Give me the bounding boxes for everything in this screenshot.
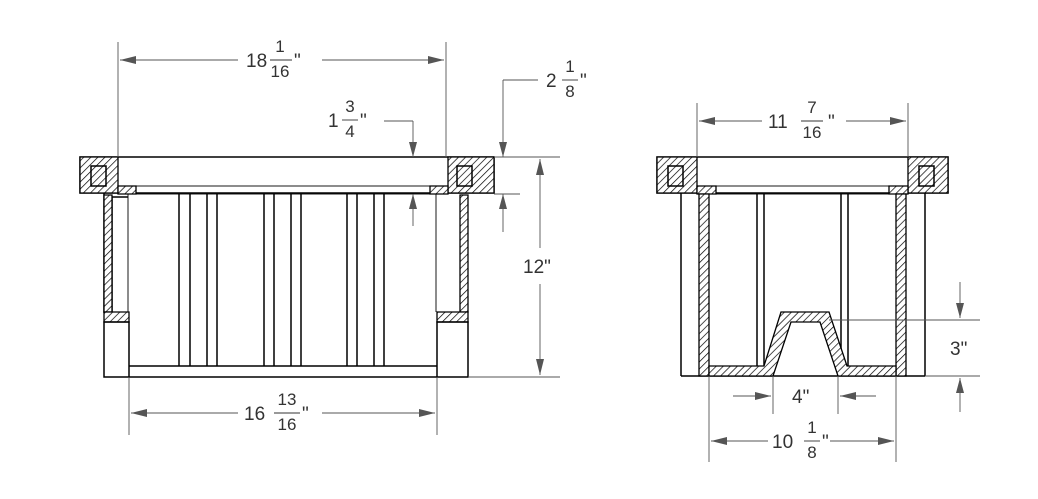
dim-text-num: 3 (345, 97, 354, 116)
dim-text-whole: 16 (244, 404, 265, 425)
dim-text-channel-width: 4" (792, 387, 809, 408)
dim-text-whole: 18 (246, 51, 267, 72)
dim-text-channel-height: 3" (950, 339, 967, 360)
dim-text-num: 1 (565, 57, 574, 76)
dim-rim-inset: 1 3 4 " (328, 97, 417, 226)
front-flange-left-section (79, 156, 119, 194)
side-view: 11 7 16 " 3" 4" (656, 98, 980, 462)
dim-text-den: 8 (565, 82, 574, 101)
front-right-wall (459, 194, 469, 313)
front-view: 18 1 16 " 1 3 4 " 2 (79, 37, 587, 435)
dim-text-den: 16 (278, 415, 297, 434)
dim-rim-depth: 2 1 8 " (494, 57, 587, 232)
side-right-wall (895, 193, 907, 377)
front-ribs (178, 194, 385, 366)
dim-text-height: 12" (523, 257, 551, 278)
dim-text-den: 8 (807, 443, 816, 462)
dim-text-num: 13 (278, 390, 297, 409)
front-right-foot (436, 321, 469, 378)
side-left-wall (698, 193, 710, 377)
dim-text-den: 16 (803, 123, 822, 142)
side-channel-profile (708, 311, 897, 377)
dim-text-unit: " (294, 51, 301, 72)
front-flange-right-hollow (456, 165, 473, 187)
front-left-foot-lip (103, 311, 130, 323)
dim-text-whole: 11 (768, 112, 788, 133)
dim-text-whole: 1 (328, 111, 339, 132)
front-flange-right-section (447, 156, 495, 194)
dim-side-base-width: 10 1 8 " (708, 376, 897, 462)
dim-text-whole: 2 (546, 71, 557, 92)
dim-text-num: 7 (807, 98, 816, 117)
side-flange-left-section (656, 156, 698, 194)
front-left-wall (103, 194, 113, 313)
dim-text-whole: 10 (772, 432, 793, 453)
front-flange-left-hollow (90, 165, 107, 187)
dim-text-den: 16 (271, 62, 290, 81)
dim-text-unit: " (828, 112, 835, 133)
dim-text-unit: " (822, 432, 829, 453)
dim-front-base-width: 16 13 16 " (128, 377, 438, 435)
dim-front-overall-width: 18 1 16 " (117, 37, 447, 157)
dim-channel-width: 4" (733, 376, 876, 414)
dim-text-den: 4 (345, 122, 354, 141)
dim-text-unit: " (360, 111, 367, 132)
dim-text-num: 1 (807, 418, 816, 437)
dim-channel-height: 3" (829, 282, 980, 412)
front-left-foot (103, 321, 130, 378)
dim-text-unit: " (302, 404, 309, 425)
front-right-foot-lip (436, 311, 469, 323)
side-flange-right-section (907, 156, 949, 194)
dim-text-unit: " (580, 71, 587, 92)
dim-text-num: 1 (275, 37, 284, 56)
dim-side-overall-width: 11 7 16 " (696, 98, 909, 157)
dim-front-height: 12" (468, 159, 560, 378)
